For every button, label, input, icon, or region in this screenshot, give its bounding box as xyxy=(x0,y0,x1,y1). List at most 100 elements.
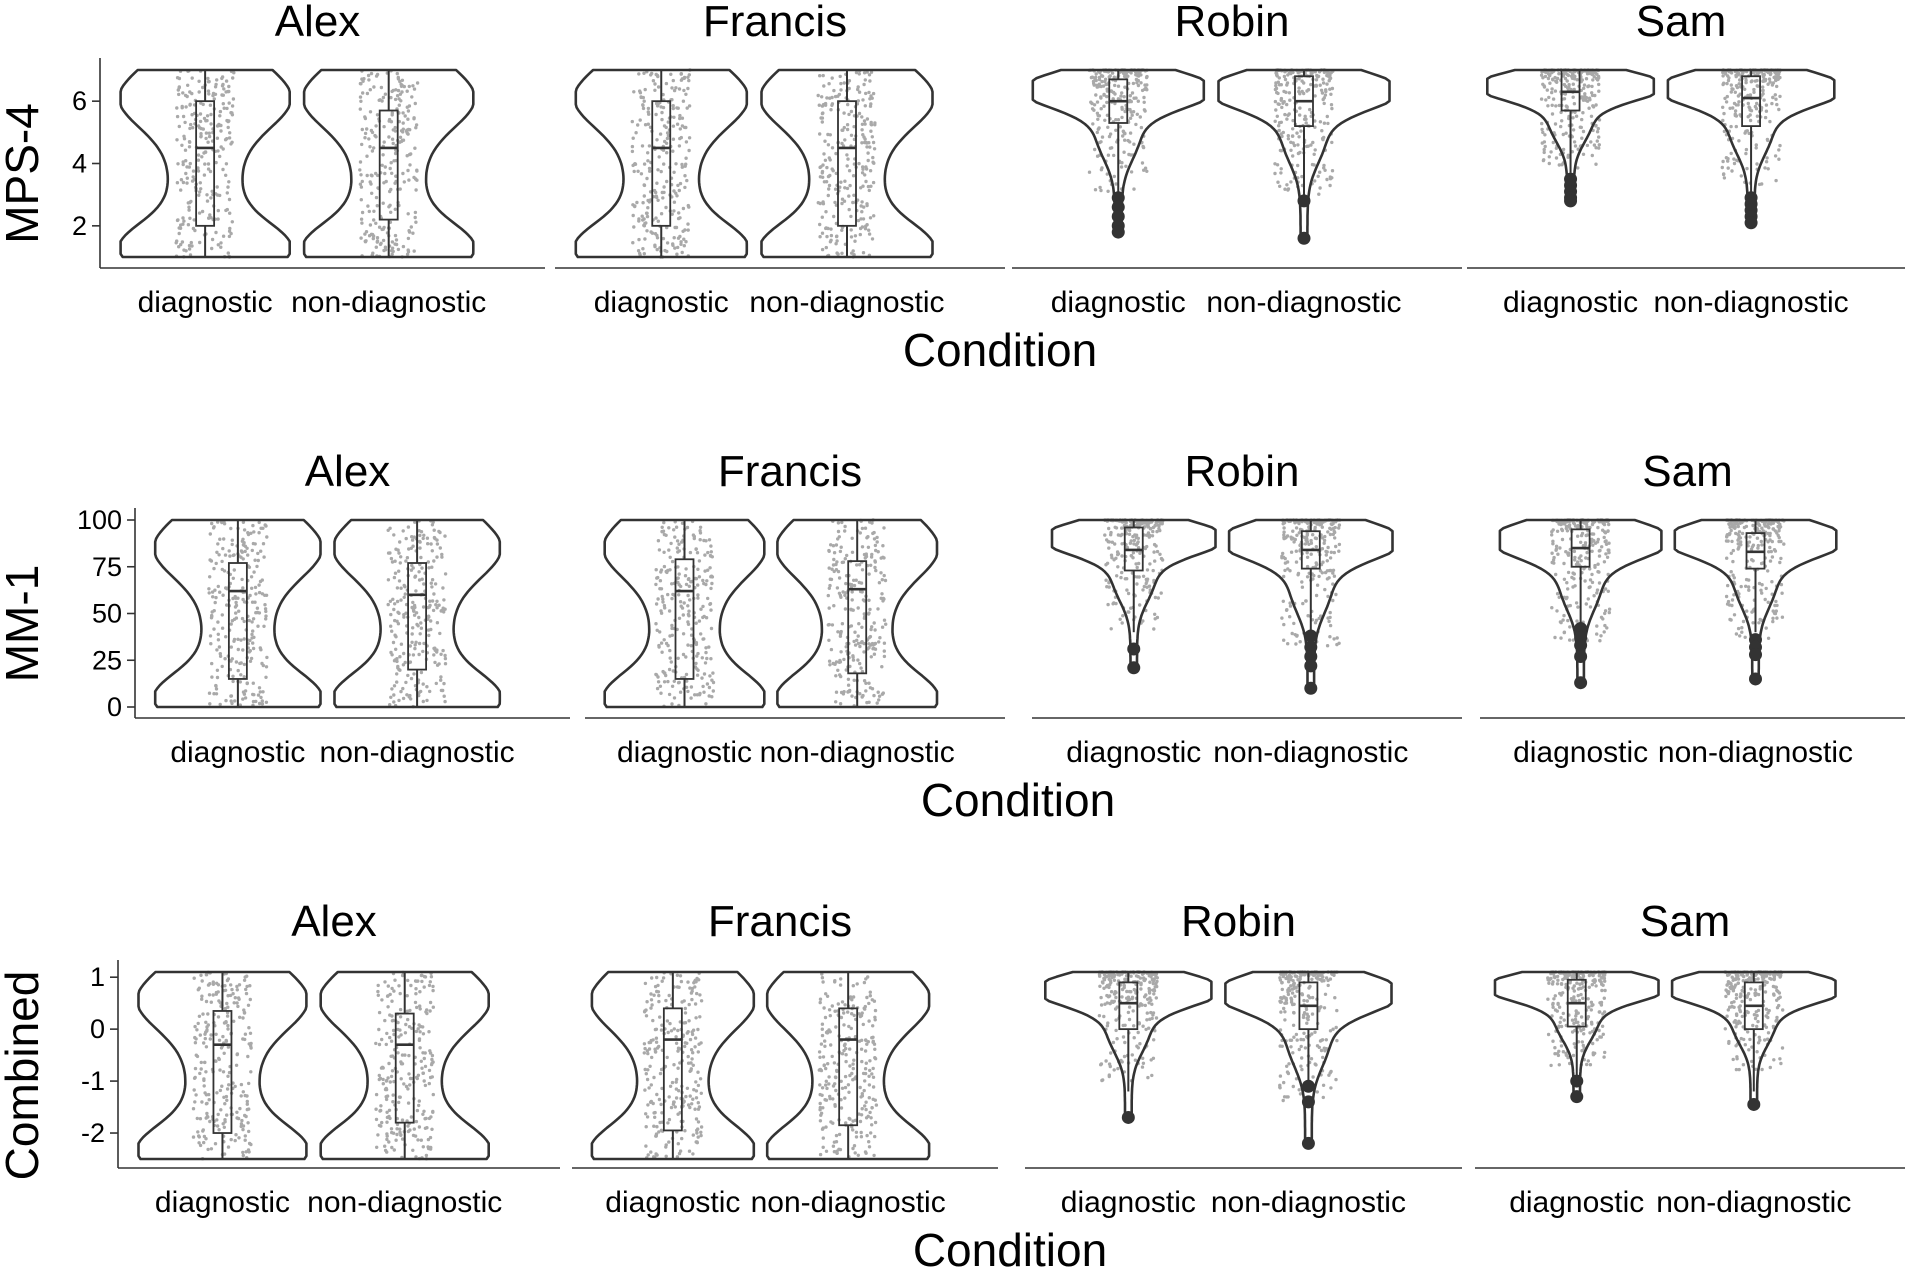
data-point xyxy=(1124,75,1129,79)
data-point xyxy=(429,619,433,623)
data-point xyxy=(850,694,854,698)
data-point xyxy=(383,1144,387,1148)
data-point xyxy=(1590,537,1594,541)
data-point xyxy=(1768,545,1772,550)
data-point xyxy=(1768,559,1773,563)
data-point xyxy=(213,1142,218,1146)
data-point xyxy=(418,546,422,550)
data-point xyxy=(366,204,370,208)
data-point xyxy=(695,654,699,658)
data-point xyxy=(851,174,856,178)
data-point xyxy=(665,136,670,141)
data-point xyxy=(1285,102,1289,107)
data-point xyxy=(675,122,680,126)
data-point xyxy=(1760,583,1764,587)
data-point xyxy=(1299,129,1303,133)
data-point xyxy=(1572,572,1577,576)
data-point xyxy=(692,534,696,539)
data-point xyxy=(1114,601,1118,606)
data-point xyxy=(419,1138,423,1142)
data-point xyxy=(857,161,861,166)
data-point xyxy=(849,235,854,239)
data-point xyxy=(398,135,403,139)
data-point xyxy=(213,588,217,592)
data-point xyxy=(1318,83,1322,87)
data-point xyxy=(372,209,376,213)
data-point xyxy=(656,219,660,223)
data-point xyxy=(1595,139,1600,143)
data-point xyxy=(398,79,402,84)
data-point xyxy=(222,1125,226,1130)
data-point xyxy=(224,1038,228,1043)
data-point xyxy=(1552,555,1556,560)
data-point xyxy=(1111,97,1115,101)
data-point xyxy=(702,672,707,676)
data-point xyxy=(1126,138,1130,143)
data-point xyxy=(847,86,851,91)
data-point xyxy=(1607,607,1612,611)
data-point xyxy=(1591,78,1595,82)
data-point xyxy=(1607,522,1611,527)
data-point xyxy=(704,650,708,655)
data-point xyxy=(427,566,431,570)
data-point xyxy=(224,635,228,639)
data-point xyxy=(677,211,681,215)
data-point xyxy=(1092,108,1096,112)
data-point xyxy=(674,525,679,529)
data-point xyxy=(824,245,828,250)
data-point xyxy=(1597,89,1601,93)
data-point xyxy=(672,528,676,532)
data-point xyxy=(1540,127,1544,132)
data-point xyxy=(206,76,210,81)
data-point xyxy=(1747,540,1752,544)
data-point xyxy=(656,597,660,601)
data-point xyxy=(1732,101,1737,106)
data-point xyxy=(420,979,424,984)
data-point xyxy=(421,1032,426,1036)
data-point xyxy=(231,553,235,558)
data-point xyxy=(644,221,648,225)
data-point xyxy=(1554,544,1559,548)
data-point xyxy=(639,172,644,176)
data-point xyxy=(393,129,398,133)
data-point xyxy=(667,526,671,530)
data-point xyxy=(431,988,435,993)
data-point xyxy=(403,592,407,596)
data-point xyxy=(1729,551,1734,555)
y-tick-label: 75 xyxy=(92,552,122,582)
data-point xyxy=(676,236,681,240)
data-point xyxy=(843,524,847,529)
data-point xyxy=(643,123,648,127)
data-point xyxy=(239,638,243,642)
data-point xyxy=(190,244,194,248)
data-point xyxy=(1553,122,1558,126)
data-point xyxy=(862,82,866,87)
data-point xyxy=(1746,101,1751,106)
data-point xyxy=(408,693,412,698)
data-point xyxy=(1097,114,1102,118)
data-point xyxy=(1593,563,1597,568)
data-point xyxy=(1562,82,1567,87)
data-point xyxy=(827,659,832,663)
data-point xyxy=(670,559,675,564)
data-point xyxy=(417,615,421,620)
data-point xyxy=(1332,637,1336,641)
data-point xyxy=(1136,83,1141,88)
data-point xyxy=(417,1125,422,1129)
data-point xyxy=(656,539,661,543)
data-point xyxy=(1563,76,1568,81)
data-point xyxy=(1273,119,1277,124)
data-point xyxy=(1722,81,1726,85)
data-point xyxy=(640,214,644,218)
data-point xyxy=(824,210,828,214)
data-point xyxy=(856,218,861,223)
data-point xyxy=(873,121,877,125)
data-point xyxy=(1145,169,1149,173)
data-point xyxy=(1755,114,1760,118)
data-point xyxy=(1122,150,1126,154)
data-point xyxy=(186,83,190,88)
data-point xyxy=(823,103,828,107)
data-point xyxy=(397,698,401,703)
data-point xyxy=(201,1012,205,1016)
data-point xyxy=(1337,641,1341,645)
